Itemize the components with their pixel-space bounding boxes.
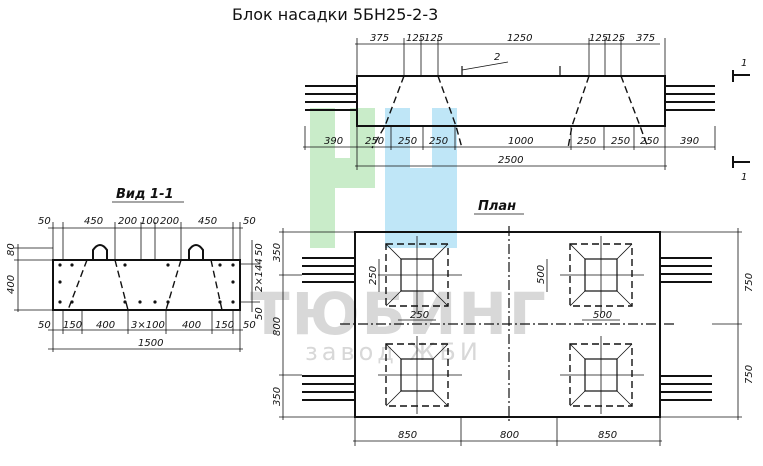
plan-inner-dim-2: 250 — [410, 310, 429, 321]
watermark-green-block-1 — [310, 108, 335, 248]
plan-bottom-dim-2: 800 — [500, 430, 519, 441]
plan-inner-dim-3: 500 — [536, 265, 547, 284]
plan-right-dim-1: 750 — [744, 273, 755, 292]
front-mid-dim-7: 250 — [611, 136, 630, 147]
section-total-dim: 1500 — [138, 338, 163, 349]
front-top-dim-7: 375 — [636, 33, 655, 44]
front-top-dim-3: 125 — [424, 33, 443, 44]
front-total-dim: 2500 — [498, 155, 523, 166]
front-mid-dim-1: 390 — [324, 136, 343, 147]
section-right-dim-3: 50 — [254, 307, 265, 320]
section-top-dim-3: 200 — [118, 216, 137, 227]
front-mid-dim-2: 250 — [365, 136, 384, 147]
front-top-dim-4: 1250 — [507, 33, 532, 44]
watermark-blue-block-2 — [385, 168, 457, 248]
section-bottom-dim-4: 3×100 — [131, 320, 165, 331]
front-mid-dim-8: 250 — [640, 136, 659, 147]
section-heading: Вид 1-1 — [116, 187, 174, 202]
watermark-green-block-3 — [350, 108, 375, 163]
front-leader-label: 2 — [494, 52, 500, 63]
watermark-sub: завод ЖБИ — [305, 338, 482, 366]
watermark-blue-block-1 — [385, 108, 410, 168]
plan-heading: План — [478, 199, 516, 214]
section-bottom-dim-6: 150 — [215, 320, 234, 331]
front-top-dim-2: 125 — [406, 33, 425, 44]
plan-view: План — [272, 199, 755, 446]
section-left-dim-1: 80 — [6, 243, 17, 256]
front-mid-dim-4: 250 — [429, 136, 448, 147]
watermark-logo: ТЮБИНГ завод ЖБИ — [250, 108, 548, 366]
front-top-dim-6: 125 — [606, 33, 625, 44]
plan-left-dim-3: 350 — [272, 387, 283, 406]
front-mid-dim-5: 1000 — [508, 136, 533, 147]
section-bottom-dim-1: 50 — [38, 320, 51, 331]
section-mark-bottom: 1 — [741, 172, 747, 183]
front-mid-dim-9: 390 — [680, 136, 699, 147]
section-bottom-dim-7: 50 — [243, 320, 256, 331]
section-right-dim-1: 50 — [254, 243, 265, 256]
plan-inner-dim-4: 500 — [593, 310, 612, 321]
front-view: 375 125 125 1250 125 125 375 2 1 — [303, 33, 750, 183]
front-mid-dim-6: 250 — [577, 136, 596, 147]
section-right-dim-2: 2×144 — [254, 258, 265, 292]
section-top-dim-5: 200 — [160, 216, 179, 227]
section-mark-top: 1 — [741, 58, 747, 69]
plan-right-dim-2: 750 — [744, 365, 755, 384]
plan-left-dim-2: 800 — [272, 317, 283, 336]
section-top-dim-4: 100 — [140, 216, 159, 227]
watermark-brand: ТЮБИНГ — [250, 280, 548, 348]
section-bottom-dim-2: 150 — [63, 320, 82, 331]
plan-inner-dim-1: 250 — [368, 266, 379, 285]
section-top-dim-7: 50 — [243, 216, 256, 227]
section-top-dim-2: 450 — [84, 216, 103, 227]
front-top-dim-1: 375 — [370, 33, 389, 44]
section-bottom-dim-5: 400 — [182, 320, 201, 331]
section-left-dim-2: 400 — [6, 275, 17, 294]
section-top-dim-1: 50 — [38, 216, 51, 227]
plan-bottom-dim-3: 850 — [598, 430, 617, 441]
section-bottom-dim-3: 400 — [96, 320, 115, 331]
front-mid-dim-3: 250 — [398, 136, 417, 147]
page-title: Блок насадки 5БН25-2-3 — [232, 5, 439, 24]
section-view: Вид 1-1 50 450 200 100 200 450 50 — [6, 187, 265, 352]
front-top-dim-5: 125 — [589, 33, 608, 44]
section-top-dim-6: 450 — [198, 216, 217, 227]
plan-left-dim-1: 350 — [272, 243, 283, 262]
plan-bottom-dim-1: 850 — [398, 430, 417, 441]
